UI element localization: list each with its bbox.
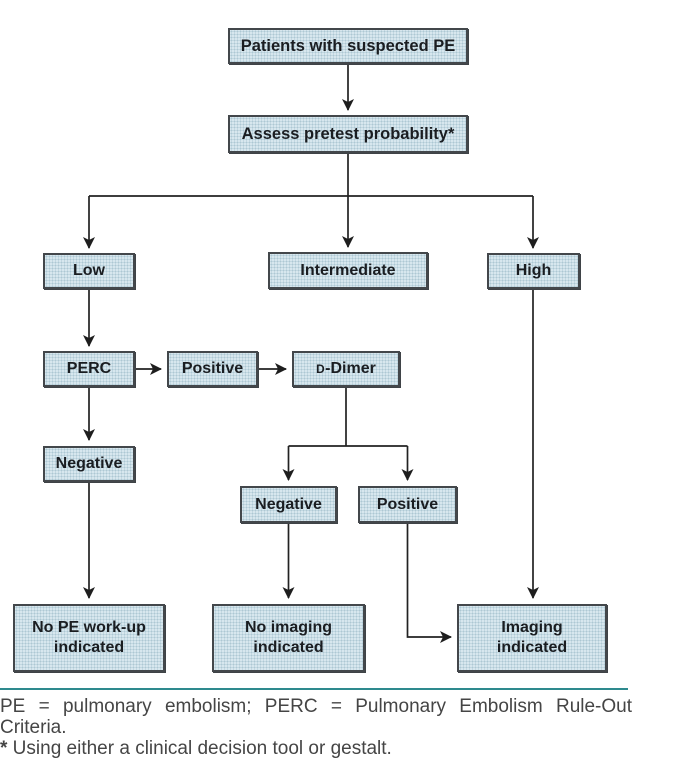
node-no-pe-workup-indicated: No PE work-up indicated bbox=[13, 604, 165, 672]
node-no-imaging-indicated: No imaging indicated bbox=[212, 604, 365, 672]
no-imaging-line2: indicated bbox=[253, 639, 324, 656]
node-d-dimer: D-Dimer bbox=[292, 351, 400, 387]
imaging-line1: Imaging bbox=[501, 619, 563, 637]
arrow-positive-to-imaging-elbow bbox=[406, 523, 452, 643]
node-perc-negative-label: Negative bbox=[55, 455, 123, 473]
node-assess-pretest-probability: Assess pretest probability* bbox=[228, 115, 468, 153]
node-imaging-label: Imaging indicated bbox=[497, 618, 567, 657]
node-ddimer-positive: Positive bbox=[358, 486, 457, 523]
node-ddimer-negative-label: Negative bbox=[255, 495, 322, 513]
no-pe-workup-line2: indicated bbox=[53, 639, 125, 656]
node-intermediate: Intermediate bbox=[268, 252, 428, 289]
node-high-label: High bbox=[515, 262, 552, 280]
abbreviation-note-line1: PE = pulmonary embolism; PERC = Pulmonar… bbox=[0, 696, 632, 717]
node-imaging-indicated: Imaging indicated bbox=[457, 604, 607, 672]
node-perc-positive-label: Positive bbox=[181, 360, 244, 378]
no-imaging-line1: No imaging bbox=[244, 619, 333, 637]
node-patients-suspected-pe: Patients with suspected PE bbox=[228, 28, 468, 64]
d-dimer-smallcap-d: D bbox=[316, 362, 326, 377]
node-assess-label: Assess pretest probability* bbox=[241, 124, 455, 143]
footer-divider-rule bbox=[0, 688, 628, 690]
node-low: Low bbox=[43, 253, 135, 289]
no-pe-workup-line1: No PE work-up bbox=[32, 619, 146, 637]
node-d-dimer-label: D-Dimer bbox=[316, 359, 376, 379]
node-ddimer-positive-label: Positive bbox=[376, 495, 439, 513]
d-dimer-rest: -Dimer bbox=[325, 360, 376, 378]
node-no-imaging-label: No imaging indicated bbox=[245, 618, 332, 657]
figure-footnotes: PE = pulmonary embolism; PERC = Pulmonar… bbox=[0, 696, 632, 759]
imaging-line2: indicated bbox=[496, 639, 568, 656]
asterisk-note: * Using either a clinical decision tool … bbox=[0, 738, 632, 759]
node-perc-label: PERC bbox=[66, 360, 112, 378]
abbreviation-note-line2: Criteria. bbox=[0, 717, 67, 738]
node-ddimer-negative: Negative bbox=[240, 486, 337, 523]
node-perc: PERC bbox=[43, 351, 135, 387]
node-intermediate-label: Intermediate bbox=[300, 261, 396, 279]
asterisk-marker: * bbox=[0, 738, 8, 759]
node-low-label: Low bbox=[73, 262, 105, 280]
node-high: High bbox=[487, 253, 580, 289]
asterisk-note-text: Using either a clinical decision tool or… bbox=[7, 738, 392, 759]
node-perc-positive: Positive bbox=[167, 351, 258, 387]
node-no-pe-workup-label: No PE work-up indicated bbox=[32, 618, 146, 657]
node-perc-negative: Negative bbox=[43, 446, 135, 482]
node-patients-label: Patients with suspected PE bbox=[240, 36, 456, 55]
